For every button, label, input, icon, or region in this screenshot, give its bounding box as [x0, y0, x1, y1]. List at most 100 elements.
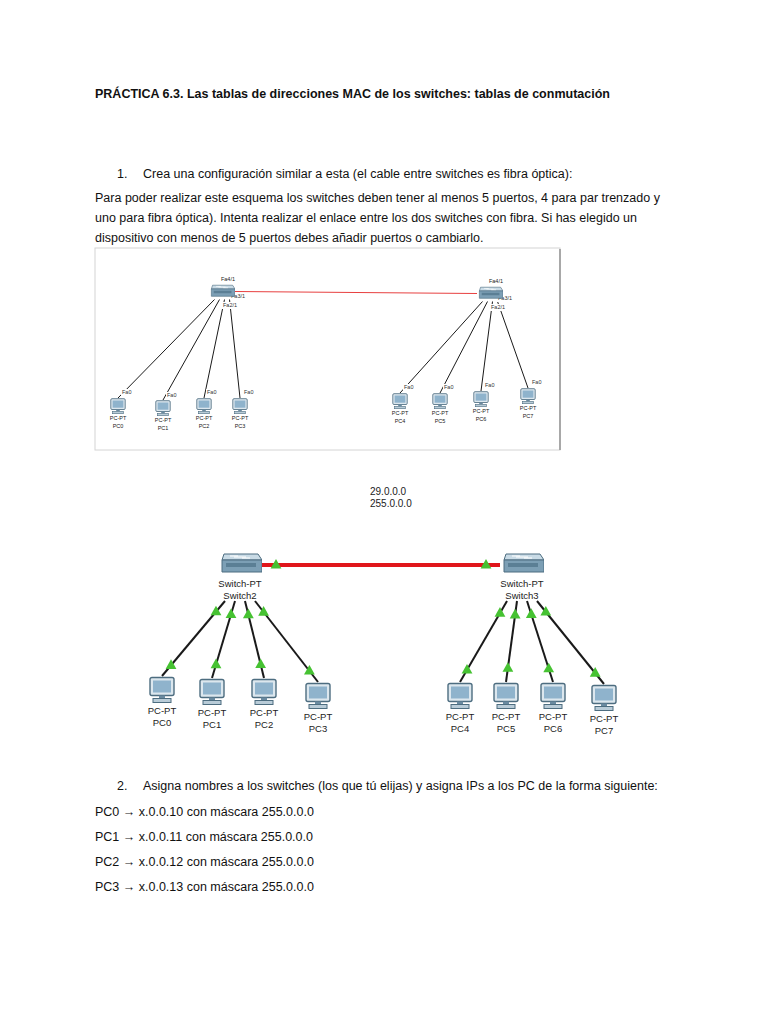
port-label: Fa0 [166, 392, 177, 399]
pc-label: PC2 [255, 719, 273, 731]
pc-label: PC-PT [198, 707, 227, 719]
port-label: Fa4/1 [221, 276, 235, 284]
copper-link [162, 601, 225, 676]
pc-device: PC-PTPC0 [147, 676, 177, 728]
pc-device: PC-PTPC2 [195, 398, 213, 430]
pc-device: PC-PTPC4 [445, 682, 475, 734]
link-light [243, 609, 254, 619]
pc-icon [431, 393, 449, 410]
pc-device: PC-PTPC4 [391, 393, 409, 425]
pc-label: PC1 [203, 719, 221, 731]
body-text: Asigna nombres a los switches (los que t… [143, 776, 658, 796]
pc-label: PC-PT [196, 415, 213, 423]
screenshot-border [95, 248, 560, 450]
link-light [255, 658, 266, 668]
copper-link [537, 601, 604, 684]
pc-icon [445, 682, 475, 711]
pc-icon [519, 388, 537, 405]
port-label: Fa0 [206, 389, 217, 396]
body-text: Para poder realizar este esquema los swi… [95, 188, 680, 248]
pc-label: PC-PT [304, 711, 333, 723]
switch-label: Switch-PT [500, 578, 543, 590]
pc-icon [109, 398, 127, 415]
pc-icon [231, 398, 249, 415]
port-label: Fa2/1 [222, 302, 238, 309]
port-label: Fa2/1 [490, 304, 506, 311]
copper-link [204, 300, 225, 399]
pc-icon [197, 678, 227, 707]
body-text: PC0 → x.0.0.10 con máscara 255.0.0.0 [95, 802, 314, 822]
switch-icon [209, 284, 235, 300]
screenshot-shadow [559, 249, 561, 450]
pc-label: PC3 [309, 723, 327, 735]
pc-label: PC5 [435, 418, 446, 426]
pc-label: PC7 [595, 725, 613, 737]
pc-label: PC3 [235, 423, 246, 431]
pc-device: PC-PTPC7 [589, 684, 619, 736]
copper-link [440, 302, 488, 394]
link-light [510, 609, 521, 619]
list-number: 2. [117, 776, 127, 796]
fiber-link [235, 292, 477, 294]
copper-link [400, 302, 483, 394]
port-label: Fa0 [243, 389, 254, 396]
switch-icon [218, 552, 262, 578]
pc-icon [538, 682, 568, 711]
copper-link [460, 601, 507, 682]
copper-link [255, 601, 318, 682]
pc-device: PC-PTPC5 [491, 682, 521, 734]
pc-device: PC-PTPC6 [472, 391, 490, 423]
copper-link [118, 300, 215, 399]
pc-device: PC-PTPC7 [519, 388, 537, 420]
switch-device: Switch-PTSwitch2 [218, 552, 262, 601]
port-label: Fa0 [403, 384, 414, 391]
pc-icon [472, 391, 490, 408]
pc-label: PC-PT [110, 415, 127, 423]
switch-device: Switch-PTSwitch3 [500, 552, 544, 601]
switch-label: Switch3 [505, 590, 538, 602]
pc-label: PC-PT [232, 415, 249, 423]
body-text: PC3 → x.0.0.13 con máscara 255.0.0.0 [95, 877, 314, 897]
pc-label: PC-PT [473, 408, 490, 416]
link-light [502, 662, 513, 672]
link-light [211, 606, 222, 616]
port-label: Fa4/1 [489, 278, 503, 286]
pc-icon [303, 682, 333, 711]
list-number: 1. [117, 164, 127, 184]
pc-device: PC-PTPC2 [249, 678, 279, 730]
network-label: 255.0.0.0 [370, 498, 412, 510]
pc-label: PC6 [476, 416, 487, 424]
pc-label: PC7 [523, 413, 534, 421]
pc-label: PC2 [199, 423, 210, 431]
port-label: Fa0 [443, 384, 454, 391]
link-light [258, 606, 269, 616]
pc-device: PC-PTPC1 [197, 678, 227, 730]
switch-device: Fa4/1 [209, 276, 235, 300]
link-light [462, 664, 473, 674]
pc-label: PC-PT [392, 410, 409, 418]
pc-label: PC-PT [148, 705, 177, 717]
port-label: Fa0 [531, 379, 542, 386]
pc-icon [147, 676, 177, 705]
link-light [304, 665, 315, 675]
pc-label: PC-PT [492, 711, 521, 723]
pc-label: PC-PT [432, 410, 449, 418]
pc-icon [195, 398, 213, 415]
pc-icon [391, 393, 409, 410]
pc-device: PC-PTPC6 [538, 682, 568, 734]
pc-icon [249, 678, 279, 707]
pc-device: PC-PTPC3 [231, 398, 249, 430]
pc-label: PC0 [113, 423, 124, 431]
pc-device: PC-PTPC3 [303, 682, 333, 734]
link-light [543, 663, 554, 673]
pc-label: PC4 [451, 723, 469, 735]
pc-label: PC6 [544, 723, 562, 735]
pc-label: PC-PT [446, 711, 475, 723]
pc-label: PC-PT [155, 417, 172, 425]
fiber-link [262, 563, 500, 567]
pc-icon [154, 400, 172, 417]
body-text: PC1 → x.0.0.11 con máscara 255.0.0.0 [95, 827, 313, 847]
network-label: 29.0.0.0 [370, 486, 406, 498]
